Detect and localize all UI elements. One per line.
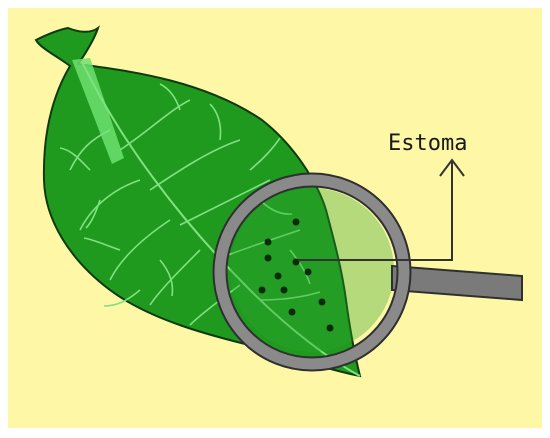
- magnified-area: [230, 188, 394, 352]
- stoma-label: Estoma: [388, 131, 467, 156]
